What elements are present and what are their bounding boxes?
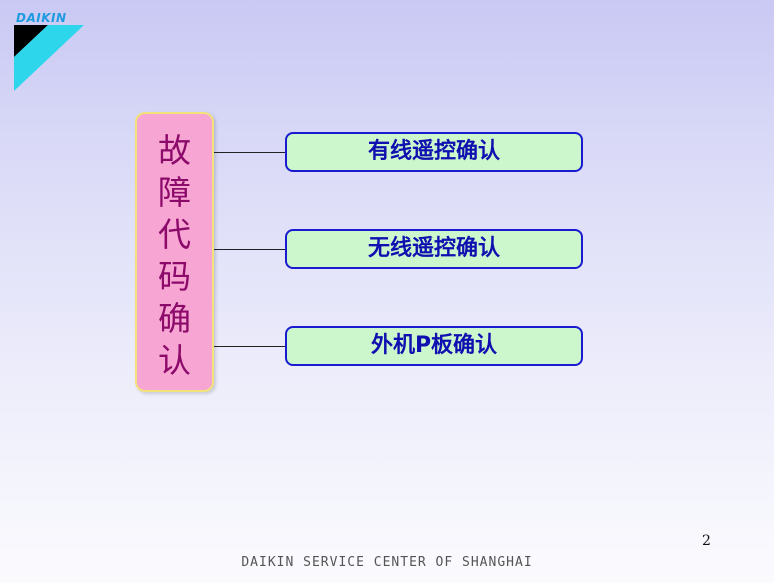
daikin-logo: DAIKIN (14, 8, 90, 94)
logo-text: DAIKIN (16, 11, 67, 25)
outdoor-pcb-check-box: 外机P板确认 (285, 326, 583, 366)
fault-code-char: 码 (158, 257, 191, 296)
connector-line (214, 249, 285, 250)
wired-remote-check-box: 有线遥控确认 (285, 132, 583, 172)
fault-code-char: 确 (158, 299, 191, 338)
page-number: 2 (702, 533, 711, 549)
fault-code-box: 故 障 代 码 确 认 (135, 112, 214, 392)
fault-code-char: 认 (158, 341, 191, 380)
footer-text: DAIKIN SERVICE CENTER OF SHANGHAI (241, 555, 533, 570)
logo-triangle-icon (14, 25, 84, 91)
connector-line (214, 152, 285, 153)
wireless-remote-check-box: 无线遥控确认 (285, 229, 583, 269)
connector-line (214, 346, 285, 347)
fault-code-char: 障 (158, 173, 191, 212)
fault-code-char: 故 (158, 131, 191, 170)
fault-code-char: 代 (158, 215, 191, 254)
